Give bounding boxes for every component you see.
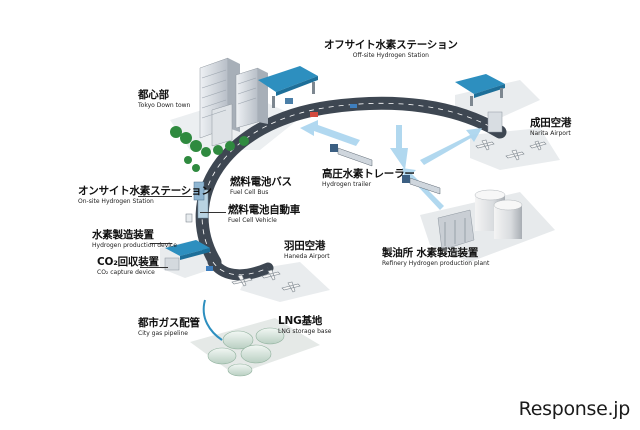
label-lng-base: LNG基地 LNG storage base (278, 315, 332, 335)
hydrogen-flow-arrows (300, 120, 482, 210)
label-tokyo-downtown: 都心部 Tokyo Down town (138, 89, 191, 109)
narita-station-illustration (455, 74, 505, 133)
downtown-buildings (199, 57, 268, 147)
hydrogen-trailer-2 (402, 175, 441, 195)
label-fuel-cell-bus: 燃料電池バス Fuel Cell Bus (230, 176, 292, 196)
hydrogen-trailer-1 (330, 144, 373, 167)
gas-pipeline-line (202, 299, 223, 341)
label-offsite-station: オフサイト水素ステーション Off-site Hydrogen Station (324, 39, 458, 59)
label-gas-pipeline: 都市ガス配管 City gas pipeline (138, 317, 200, 337)
car-blue-2 (206, 266, 213, 271)
label-narita: 成田空港 Narita Airport (530, 117, 572, 137)
onsite-station-illustration (164, 189, 210, 271)
leader-co2 (140, 267, 168, 268)
car-blue (350, 104, 357, 108)
leader-fuel-cell-vehicle (200, 212, 226, 213)
label-hydrogen-production: 水素製造装置 Hydrogen production device (92, 229, 177, 249)
label-refinery: 製油所 水素製造装置 Refinery Hydrogen production … (382, 247, 490, 267)
label-hydrogen-trailer: 高圧水素トレーラー Hydrogen trailer (322, 168, 415, 188)
trees (170, 126, 249, 172)
leader-hydrogen-production (150, 243, 172, 244)
lng-domes (207, 327, 285, 377)
watermark-logo: Response.jp (518, 398, 631, 420)
label-onsite-station: オンサイト水素ステーション On-site Hydrogen Station (78, 185, 212, 205)
fuel-cell-vehicle-car (185, 213, 193, 223)
label-co2-capture: CO₂回収装置 CO₂ capture device (97, 256, 159, 276)
offsite-station-illustration (258, 66, 318, 108)
leader-onsite (138, 196, 192, 197)
car-red (310, 112, 318, 117)
label-fuel-cell-vehicle: 燃料電池自動車 Fuel Cell Vehicle (228, 204, 301, 224)
vehicles (185, 104, 441, 271)
airplanes (231, 139, 547, 293)
refinery-illustration (437, 189, 523, 251)
fuel-cell-bus-vehicle (193, 181, 205, 201)
label-haneda: 羽田空港 Haneda Airport (284, 240, 330, 260)
